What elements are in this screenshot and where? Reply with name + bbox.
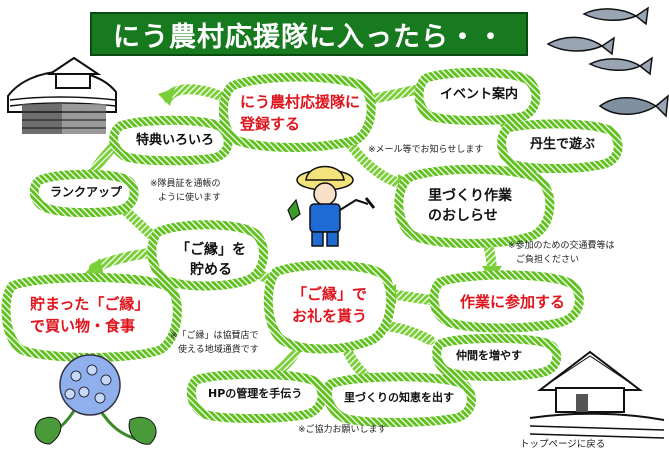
node-hp-help: HPの管理を手伝う: [208, 387, 303, 400]
node-save-goen-line1: 「ご縁」を: [176, 242, 246, 258]
note-transport-line2: ご負担ください: [516, 254, 580, 265]
node-friends: 仲間を増やす: [456, 349, 522, 362]
node-join-work: 作業に参加する: [460, 293, 566, 311]
node-nyuu-play: 丹生で遊ぶ: [530, 137, 596, 152]
node-rings: [1, 67, 623, 427]
hilltop-house-icon: [7, 56, 117, 134]
node-work-notice-line2: のおしらせ: [428, 208, 498, 225]
note-mail: ※メール等でお知らせします: [368, 145, 484, 155]
node-save-goen: 「ご縁」を 貯める: [176, 240, 246, 281]
node-benefits: 特典いろいろ: [136, 133, 215, 148]
node-register-line1: にう農村応援隊に: [240, 93, 361, 111]
flying-fish-icon: [546, 6, 669, 118]
hydrangea-icon: [34, 354, 157, 445]
farmer-icon: [287, 165, 376, 247]
page-title: にう農村応援隊に入ったら・・: [113, 21, 505, 53]
node-thanks-goen-line1: 「ご縁」で: [292, 285, 368, 303]
node-shop-line2: で買い物・食事: [30, 316, 136, 335]
note-transport: ※参加のための交通費等は ご負担ください: [508, 240, 615, 267]
note-goen-currency: ※「ご縁」は協賛店で 使える地域通貨です: [170, 330, 259, 357]
node-thanks-goen-line2: お礼を貰う: [292, 306, 368, 325]
node-work-notice: 里づくり作業 のおしらせ: [428, 186, 512, 227]
node-thanks-goen: 「ご縁」で お礼を貰う: [292, 284, 367, 328]
note-passbook: ※隊員証を通帳の ように使います: [150, 178, 221, 205]
node-register-line2: 登録する: [240, 114, 301, 133]
note-goen-currency-line1: ※「ご縁」は協賛店で: [170, 331, 259, 341]
node-event: イベント案内: [440, 87, 519, 102]
thatched-house-icon: [529, 350, 665, 439]
node-ideas: 里づくりの知恵を出す: [344, 391, 454, 404]
top-page-link[interactable]: トップページに戻る: [520, 439, 606, 450]
node-shop-line1: 貯まった「ご縁」: [30, 295, 150, 313]
note-goen-currency-line2: 使える地域通貨です: [178, 344, 259, 355]
node-register: にう農村応援隊に 登録する: [240, 92, 360, 136]
note-passbook-line2: ように使います: [158, 192, 222, 203]
node-work-notice-line1: 里づくり作業: [428, 188, 512, 204]
note-passbook-line1: ※隊員証を通帳の: [150, 179, 221, 189]
note-cooperation: ※ご協力お願いします: [298, 425, 387, 435]
node-save-goen-line2: 貯める: [190, 262, 232, 279]
node-rankup: ランクアップ: [50, 185, 123, 199]
node-shop: 貯まった「ご縁」 で買い物・食事: [30, 294, 149, 338]
note-transport-line1: ※参加のための交通費等は: [508, 241, 615, 251]
title-banner: にう農村応援隊に入ったら・・: [90, 12, 528, 56]
